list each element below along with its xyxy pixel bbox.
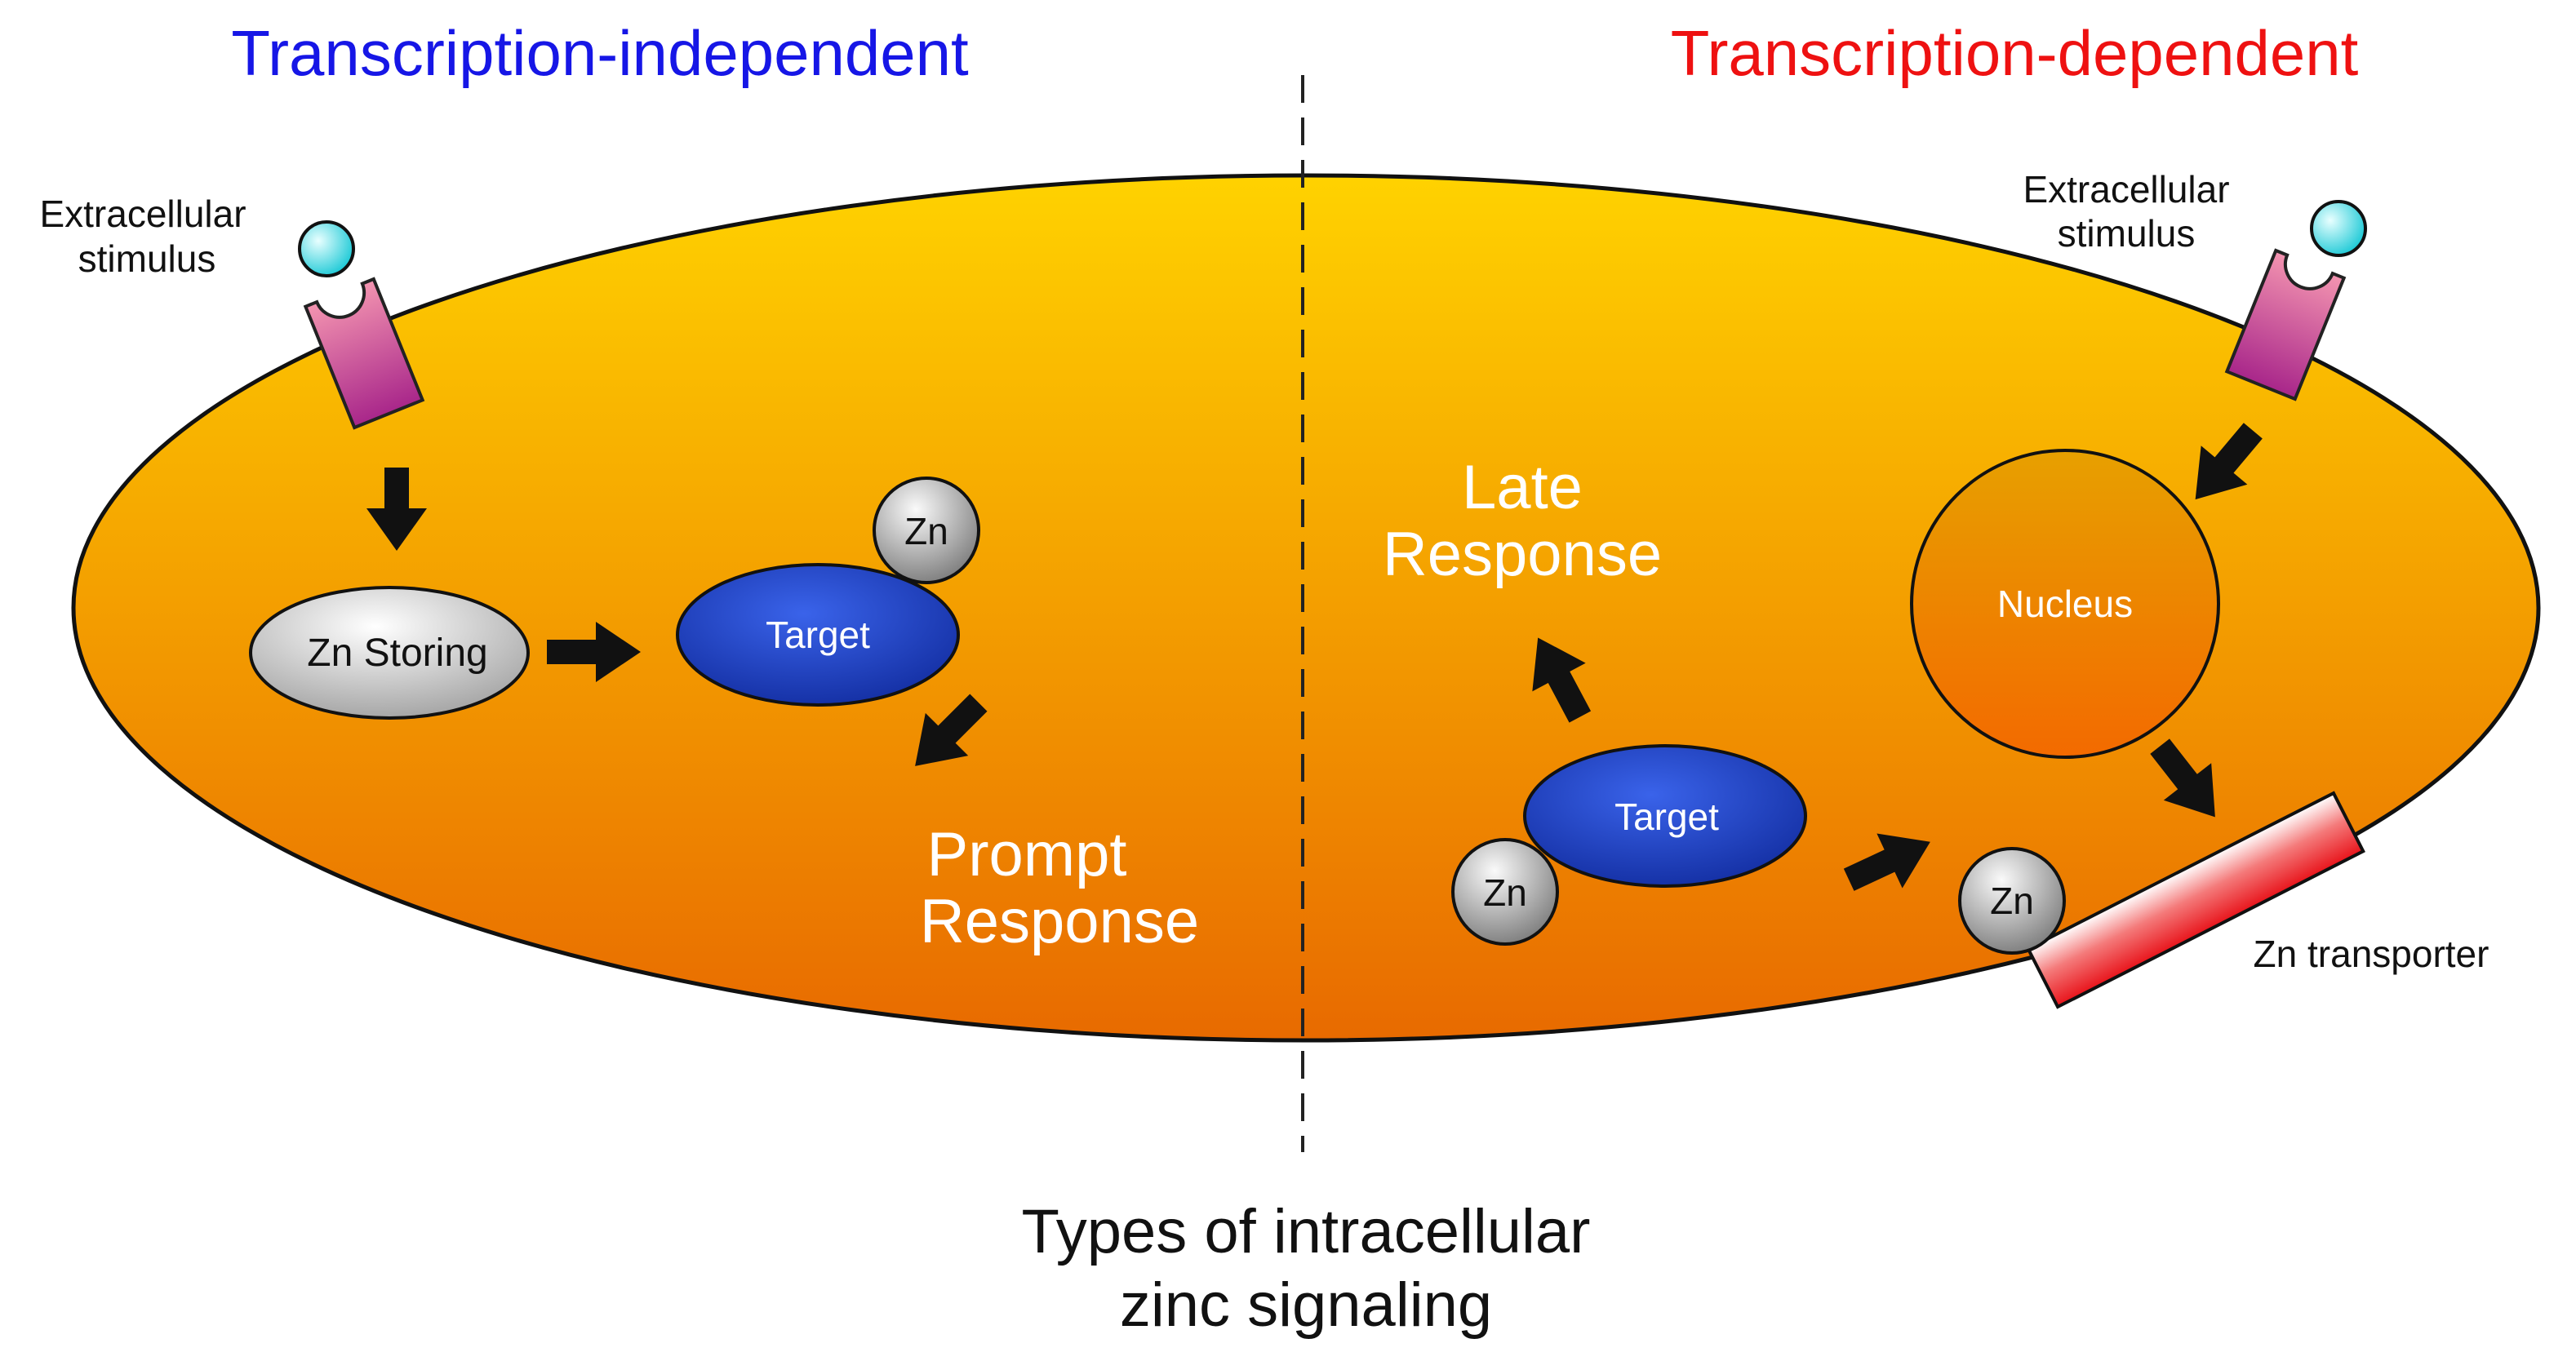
left-receptor [303,277,425,430]
right-target-label: Target [1614,796,1719,838]
nucleus [1910,449,2220,759]
zn-storing-organelle [249,586,530,720]
nucleus-label: Nucleus [1997,583,2133,625]
zn-storing-label: Zn Storing [307,632,487,675]
right-stimulus-label-line1: Extracellular [2023,168,2229,211]
left-arrow-target-to-response [915,694,988,766]
left-zn-label: Zn [904,510,948,552]
right-arrow-receptor-to-nucleus [2195,423,2263,500]
right-arrow-zn-to-target [1843,833,1930,891]
right-stimulus-label-line2: stimulus [2058,212,2196,255]
caption-line1: Types of intracellular [1022,1197,1591,1266]
left-stimulus-label-line1: Extracellular [39,193,246,235]
zn-transporter [2026,791,2365,1009]
zn-transporter-label: Zn transporter [2254,933,2489,975]
right-transported-zn-ion [1958,847,2066,955]
right-transported-zn-label: Zn [1990,880,2034,922]
late-response-line2: Response [1383,520,1662,589]
left-zn-ion [873,477,980,584]
caption-line2: zinc signaling [1120,1270,1492,1340]
left-target-label: Target [766,614,870,656]
left-stimulus-label-line2: stimulus [78,237,216,280]
right-bound-zn-ion [1451,838,1559,946]
heading-transcription-dependent: Transcription-dependent [1671,17,2359,89]
prompt-response-line2: Response [920,887,1199,956]
cell-membrane [71,173,2541,1043]
left-target-protein [676,563,960,707]
late-response-line1: Late [1462,453,1583,522]
right-receptor [2224,248,2347,401]
left-ligand [298,220,355,277]
right-ligand [2310,200,2367,257]
right-arrow-nucleus-to-transporter [2150,738,2215,818]
left-arrow-receptor-to-store [366,468,427,551]
right-arrow-target-to-response [1532,637,1592,723]
right-bound-zn-label: Zn [1483,871,1527,914]
heading-transcription-independent: Transcription-independent [231,17,969,89]
left-arrow-store-to-target [547,622,641,682]
prompt-response-line1: Prompt [927,820,1127,889]
right-target-protein [1523,744,1807,888]
